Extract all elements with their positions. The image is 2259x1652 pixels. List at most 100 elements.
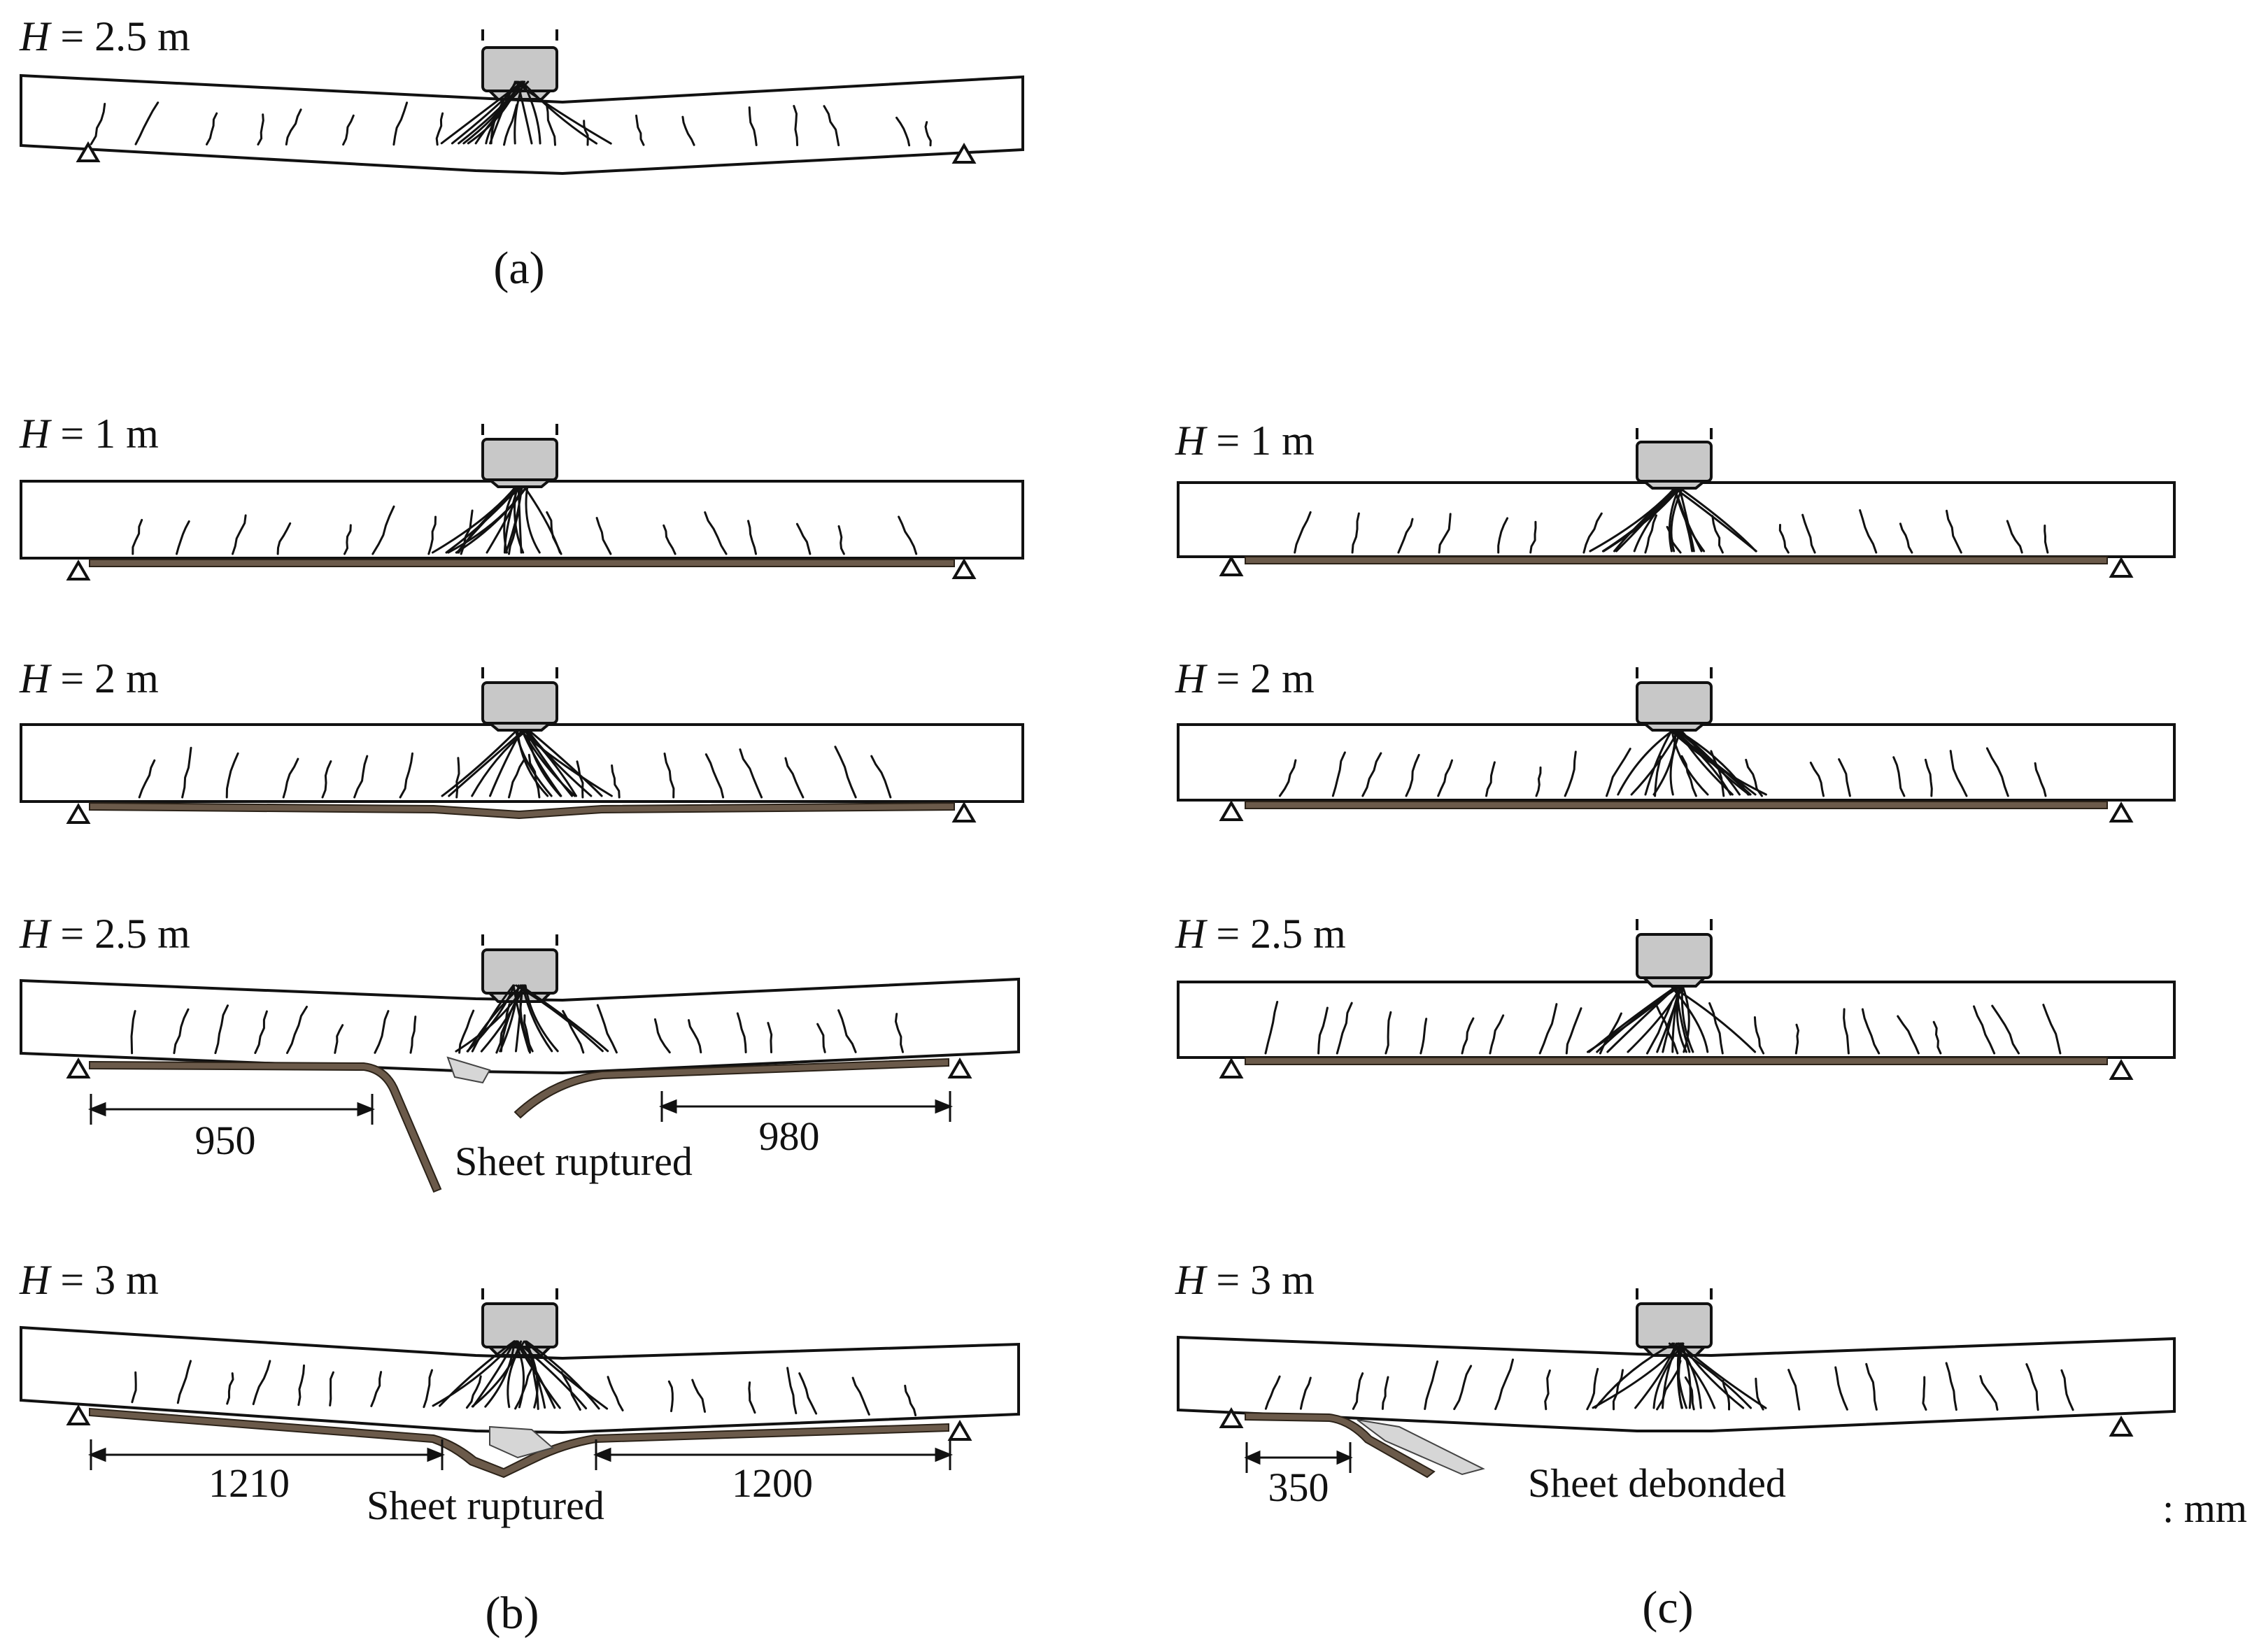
crack-line <box>532 1365 539 1410</box>
crack-line <box>225 752 239 799</box>
debris <box>489 1425 555 1459</box>
crack-line <box>466 984 516 1053</box>
crack-line <box>1945 1362 1957 1411</box>
crack-line <box>767 1022 773 1053</box>
height-label-c4: H = 3 m <box>1175 1257 1315 1303</box>
crack-line <box>514 1367 533 1410</box>
crack-line <box>1352 1372 1364 1410</box>
crack-line <box>786 1367 798 1415</box>
crack-line <box>635 114 645 146</box>
crack-line <box>1669 729 1767 796</box>
crack-line <box>423 1369 433 1409</box>
height-label-b2: H = 2 m <box>19 655 159 702</box>
dimension-right <box>658 1091 954 1122</box>
height-label-c1: H = 1 m <box>1175 418 1315 464</box>
crack-line <box>525 1340 600 1410</box>
dimension-left <box>1244 1442 1353 1473</box>
crack-line <box>176 1360 192 1404</box>
crack-line <box>441 729 518 797</box>
crack-line <box>1602 487 1680 553</box>
crack-line <box>1278 759 1297 797</box>
crack-line <box>1673 487 1694 553</box>
crack-line <box>1594 1342 1676 1409</box>
crack-line <box>432 1340 516 1407</box>
crack-line <box>837 525 845 555</box>
crack-line <box>521 80 541 145</box>
crack-pattern <box>1264 986 2062 1055</box>
crack-line <box>1710 750 1725 797</box>
crack-pattern <box>132 485 918 555</box>
crack-line <box>527 729 603 797</box>
crack-line <box>515 984 604 1053</box>
dimension-label-left: 350 <box>1268 1465 1329 1510</box>
dimension-right <box>593 1439 954 1470</box>
crack-line <box>691 1379 706 1413</box>
panel-caption-a: (a) <box>493 243 544 294</box>
crack-line <box>181 746 192 799</box>
crack-line <box>1711 515 1724 554</box>
height-label-c3: H = 2.5 m <box>1175 911 1346 957</box>
crack-line <box>1708 1002 1724 1055</box>
support-right <box>947 1420 972 1441</box>
crack-line <box>1654 755 1662 797</box>
crack-line <box>793 105 799 146</box>
crack-line <box>1672 986 1757 1053</box>
crack-line <box>663 753 675 799</box>
crack-line <box>1336 1002 1353 1055</box>
support-left <box>76 141 101 162</box>
crack-pattern <box>1278 729 2047 797</box>
crack-line <box>1670 487 1684 553</box>
crack-line <box>374 1010 390 1054</box>
frp-sheet <box>89 559 955 567</box>
crack-line <box>370 1371 383 1407</box>
crack-line <box>392 101 409 146</box>
support-right <box>2109 557 2134 578</box>
crack-line <box>486 485 524 554</box>
crack-line <box>431 485 517 554</box>
crack-line <box>748 106 758 146</box>
crack-line <box>1264 1375 1281 1410</box>
frp-sheet <box>89 802 955 820</box>
crack-line <box>1671 729 1709 796</box>
crack-line <box>1673 487 1757 553</box>
crack-line <box>1861 1008 1881 1055</box>
crack-line <box>490 80 518 145</box>
crack-line <box>1676 729 1750 796</box>
crack-line <box>1787 1369 1801 1411</box>
crack-line <box>545 102 556 146</box>
crack-line <box>1675 986 1691 1053</box>
crack-line <box>1424 1360 1439 1410</box>
frp-sheet <box>1245 556 2108 564</box>
crack-line <box>226 1372 234 1405</box>
crack-line <box>1924 758 1933 797</box>
support-right <box>951 558 977 579</box>
crack-line <box>1676 986 1687 1053</box>
crack-line <box>353 755 369 799</box>
crack-line <box>748 1381 756 1414</box>
crack-line <box>465 1375 482 1409</box>
beam-c4: 350 Sheet debonded <box>1177 1288 2176 1510</box>
crack-line <box>523 729 577 797</box>
crack-line <box>1299 1376 1312 1410</box>
crack-line <box>576 760 584 799</box>
panel-caption-c: (c) <box>1642 1582 1693 1633</box>
crack-line <box>285 108 302 145</box>
crack-line <box>1801 513 1816 554</box>
support-right <box>947 1058 972 1078</box>
crack-line <box>595 517 612 555</box>
debonded-concrete <box>1357 1419 1485 1476</box>
support-left <box>66 1058 91 1078</box>
crack-line <box>1361 752 1382 797</box>
crack-line <box>747 520 757 555</box>
beam-c1 <box>1177 428 2176 578</box>
crack-line <box>1949 750 1968 797</box>
crack-line <box>1586 1367 1599 1411</box>
beam-c2 <box>1177 667 2176 823</box>
dimension-label-right: 980 <box>759 1113 820 1159</box>
crack-line <box>1778 524 1790 554</box>
crack-line <box>455 757 460 799</box>
crack-line <box>667 1380 674 1413</box>
crack-line <box>1317 1006 1329 1055</box>
crack-line <box>1973 1005 1996 1055</box>
dimension-label-left: 950 <box>195 1118 256 1163</box>
